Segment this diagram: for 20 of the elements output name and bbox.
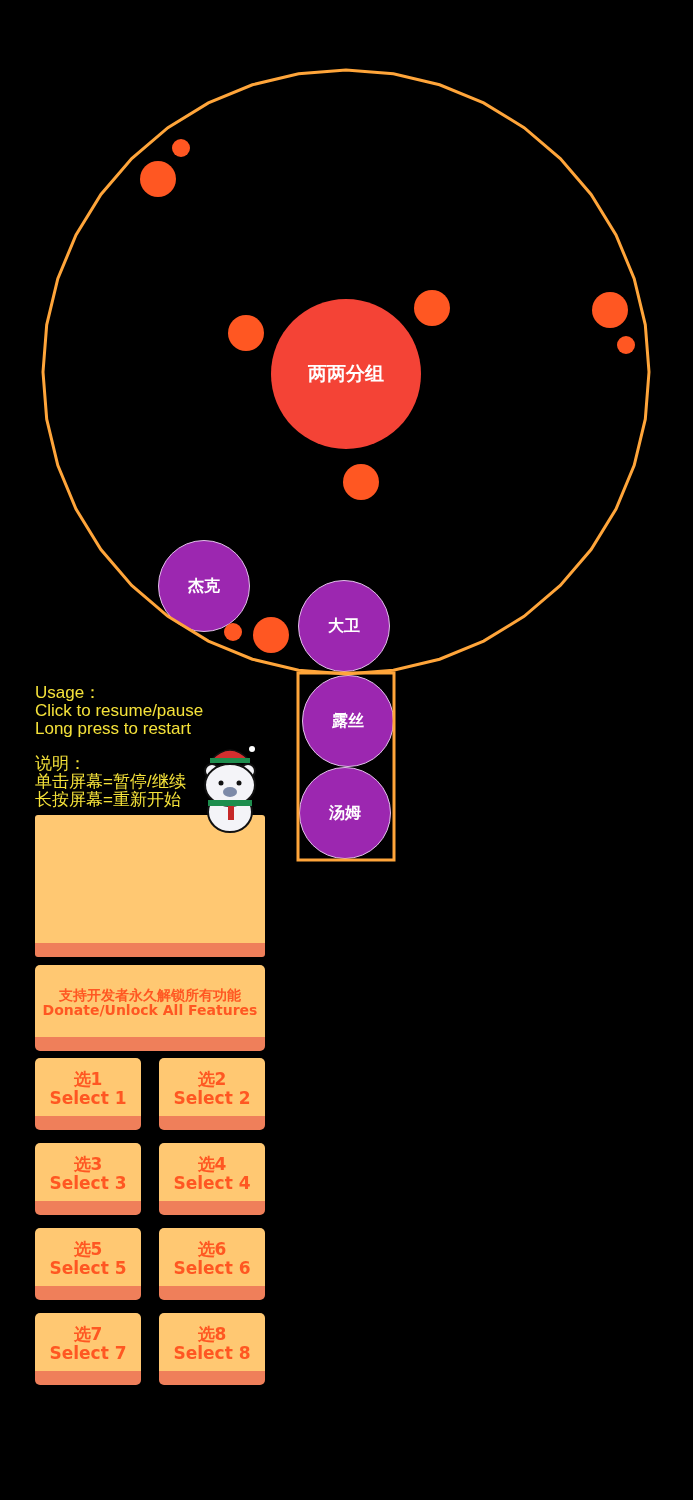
select-button: 选8 Select 8: [159, 1313, 265, 1385]
usage-text: Long press to restart: [35, 720, 191, 737]
name-circle: 杰克: [158, 540, 250, 632]
name-circle: 汤姆: [299, 767, 391, 859]
usage-text: Click to resume/pause: [35, 702, 204, 719]
donate-button: 支持开发者永久解锁所有功能 Donate/Unlock All Features: [35, 965, 265, 1051]
select-button: 选6 Select 6: [159, 1228, 265, 1300]
title-panel: [35, 815, 265, 957]
usage-text: 说明：: [35, 755, 86, 772]
name-circle: 露丝: [302, 675, 394, 767]
select-button: 选4 Select 4: [159, 1143, 265, 1215]
name-circle: 大卫: [298, 580, 390, 672]
group-circle: 两两分组: [271, 299, 421, 449]
select-button: 选1 Select 1: [35, 1058, 141, 1130]
usage-text: Usage：: [35, 684, 102, 701]
select-button: 选3 Select 3: [35, 1143, 141, 1215]
usage-text: 单击屏幕=暂停/继续: [35, 773, 186, 790]
select-button: 选7 Select 7: [35, 1313, 141, 1385]
select-button: 选2 Select 2: [159, 1058, 265, 1130]
select-button: 选5 Select 5: [35, 1228, 141, 1300]
